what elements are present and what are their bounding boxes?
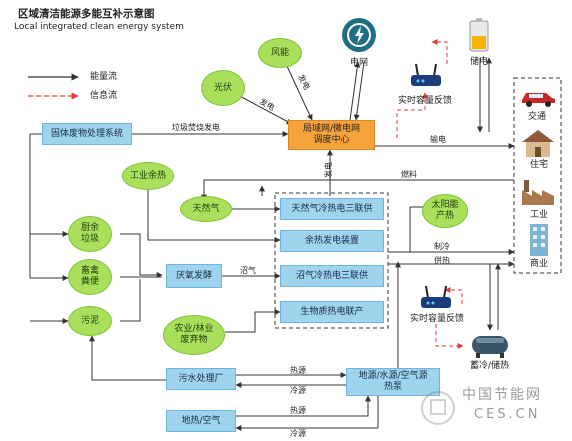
car-icon [519, 86, 557, 108]
page-subtitle: Local integrated clean energy system [14, 22, 184, 32]
biogas-label: 沼气 [240, 266, 256, 275]
consumer-residential-label: 住宅 [530, 160, 549, 170]
storage-power-label: 储电 [470, 57, 489, 67]
cold-source-label-2: 冷源 [290, 429, 306, 438]
router-icon [408, 62, 444, 90]
agri-waste-node: 农业/林业 废弃物 [163, 315, 225, 355]
watermark-domain: CES.CN [474, 407, 541, 422]
cchp-gas-node: 天然气冷热电三联供 [280, 198, 384, 220]
storage-tank-icon [466, 332, 514, 358]
geothermal-node: 地热/空气 [166, 410, 236, 432]
cooling-label: 制冷 [434, 242, 450, 251]
legend-info-label: 信息流 [90, 91, 118, 101]
watermark-logo-icon [420, 390, 456, 426]
control-center-node: 局域网/微电网 调度中心 [288, 120, 375, 150]
solar-node: 光伏 [201, 70, 245, 106]
cchp-biogas-node: 沼气冷热电三联供 [280, 265, 384, 287]
biomass-chp-node: 生物质热电联产 [280, 301, 384, 323]
wind-node: 风能 [258, 38, 302, 68]
page-title: 区域清洁能源多能互补示意图 [18, 8, 155, 20]
power-transmission-label: 输电 [430, 135, 446, 144]
heat-source-label-2: 热源 [290, 406, 306, 415]
consumer-industry-label: 工业 [530, 210, 549, 220]
legend-energy-label: 能量流 [90, 72, 118, 82]
lightning-icon [341, 17, 377, 53]
generation-label-cchp: 发电 [324, 162, 333, 178]
cold-heat-storage-label: 蓄冷/储热 [470, 361, 510, 371]
solar-heat-node: 太阳能 产热 [422, 194, 468, 228]
factory-icon [520, 178, 556, 206]
router-icon [418, 284, 454, 312]
cold-source-label-1: 冷源 [290, 386, 306, 395]
natural-gas-node: 天然气 [180, 196, 232, 222]
fuel-label: 燃料 [401, 170, 417, 179]
solid-waste-node: 固体废物处理系统 [42, 123, 132, 145]
sludge-node: 污泥 [68, 306, 112, 336]
office-building-icon [524, 222, 554, 256]
industrial-waste-heat-node: 工业余热 [122, 162, 174, 190]
watermark-name: 中国节能网 [462, 387, 542, 403]
heat-pump-node: 地源/水源/空气源 热泵 [346, 368, 440, 396]
consumer-commercial-label: 商业 [530, 259, 549, 269]
heating-label: 供热 [434, 256, 450, 265]
realtime-feedback-bottom-label: 实时容量反馈 [410, 314, 465, 324]
consumer-traffic-label: 交通 [528, 112, 547, 122]
grid-label: 电网 [350, 58, 369, 68]
battery-icon [468, 18, 490, 52]
realtime-feedback-top-label: 实时容量反馈 [398, 96, 453, 106]
anaerobic-node: 厌氧发酵 [166, 264, 222, 288]
waste-incineration-label: 垃圾焚烧发电 [172, 123, 220, 132]
kitchen-waste-node: 厨余 垃圾 [68, 216, 112, 252]
sewage-node: 污水处理厂 [166, 368, 236, 390]
waste-heat-power-node: 余热发电装置 [280, 230, 384, 252]
house-icon [520, 128, 556, 158]
livestock-manure-node: 畜禽 粪便 [68, 259, 112, 295]
heat-source-label-1: 热源 [290, 366, 306, 375]
